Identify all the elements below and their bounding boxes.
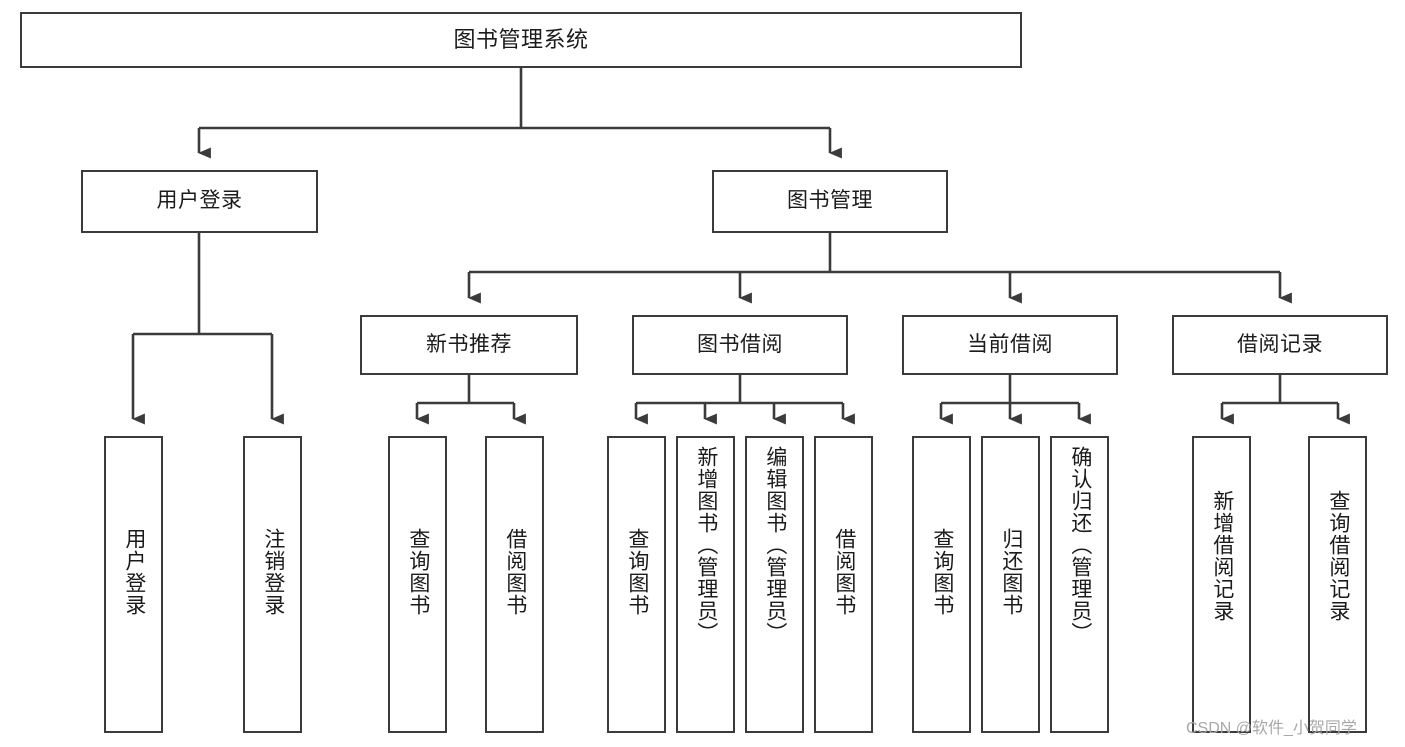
node-label: 新增借阅记录 <box>1210 490 1234 622</box>
leaf-query-book-current[interactable]: 查询图书 <box>912 436 971 733</box>
leaf-query-book-borrow[interactable]: 查询图书 <box>607 436 666 733</box>
leaf-confirm-return-admin[interactable]: 确认归还（管理员） <box>1050 436 1109 733</box>
leaf-add-borrow-record[interactable]: 新增借阅记录 <box>1192 436 1251 733</box>
node-root-system[interactable]: 图书管理系统 <box>20 12 1022 68</box>
node-borrow-record[interactable]: 借阅记录 <box>1172 315 1388 375</box>
leaf-logout[interactable]: 注销登录 <box>243 436 302 733</box>
node-label: 新增图书（管理员） <box>694 446 718 644</box>
node-current-borrow[interactable]: 当前借阅 <box>902 315 1118 375</box>
node-label: 查询图书 <box>625 528 649 616</box>
node-label: 借阅图书 <box>832 528 856 616</box>
csdn-watermark: CSDN @软件_小贺同学 <box>1186 720 1357 737</box>
leaf-add-book-admin[interactable]: 新增图书（管理员） <box>676 436 735 733</box>
node-label: 借阅记录 <box>1237 332 1323 356</box>
node-label: 归还图书 <box>999 528 1023 616</box>
node-user-login[interactable]: 用户登录 <box>81 170 318 233</box>
node-label: 查询图书 <box>930 528 954 616</box>
leaf-query-book-recommend[interactable]: 查询图书 <box>388 436 447 733</box>
node-label: 注销登录 <box>261 528 285 616</box>
node-label: 确认归还（管理员） <box>1068 446 1092 644</box>
leaf-query-borrow-record[interactable]: 查询借阅记录 <box>1308 436 1367 733</box>
leaf-return-book[interactable]: 归还图书 <box>981 436 1040 733</box>
leaf-borrow-book[interactable]: 借阅图书 <box>814 436 873 733</box>
node-book-borrow[interactable]: 图书借阅 <box>632 315 848 375</box>
node-label: 查询借阅记录 <box>1326 490 1350 622</box>
node-label: 图书管理系统 <box>453 27 589 53</box>
node-label: 用户登录 <box>122 528 146 616</box>
node-label: 用户登录 <box>156 189 243 213</box>
node-label: 查询图书 <box>406 528 430 616</box>
node-label: 图书借阅 <box>697 332 783 356</box>
node-label: 新书推荐 <box>426 332 512 356</box>
node-label: 编辑图书（管理员） <box>763 446 787 644</box>
node-book-management[interactable]: 图书管理 <box>712 170 948 233</box>
node-label: 借阅图书 <box>503 528 527 616</box>
leaf-user-login[interactable]: 用户登录 <box>104 436 163 733</box>
node-label: 图书管理 <box>787 189 873 213</box>
node-label: 当前借阅 <box>967 332 1053 356</box>
node-new-book-recommend[interactable]: 新书推荐 <box>360 315 578 375</box>
leaf-edit-book-admin[interactable]: 编辑图书（管理员） <box>745 436 804 733</box>
leaf-borrow-book-recommend[interactable]: 借阅图书 <box>485 436 544 733</box>
